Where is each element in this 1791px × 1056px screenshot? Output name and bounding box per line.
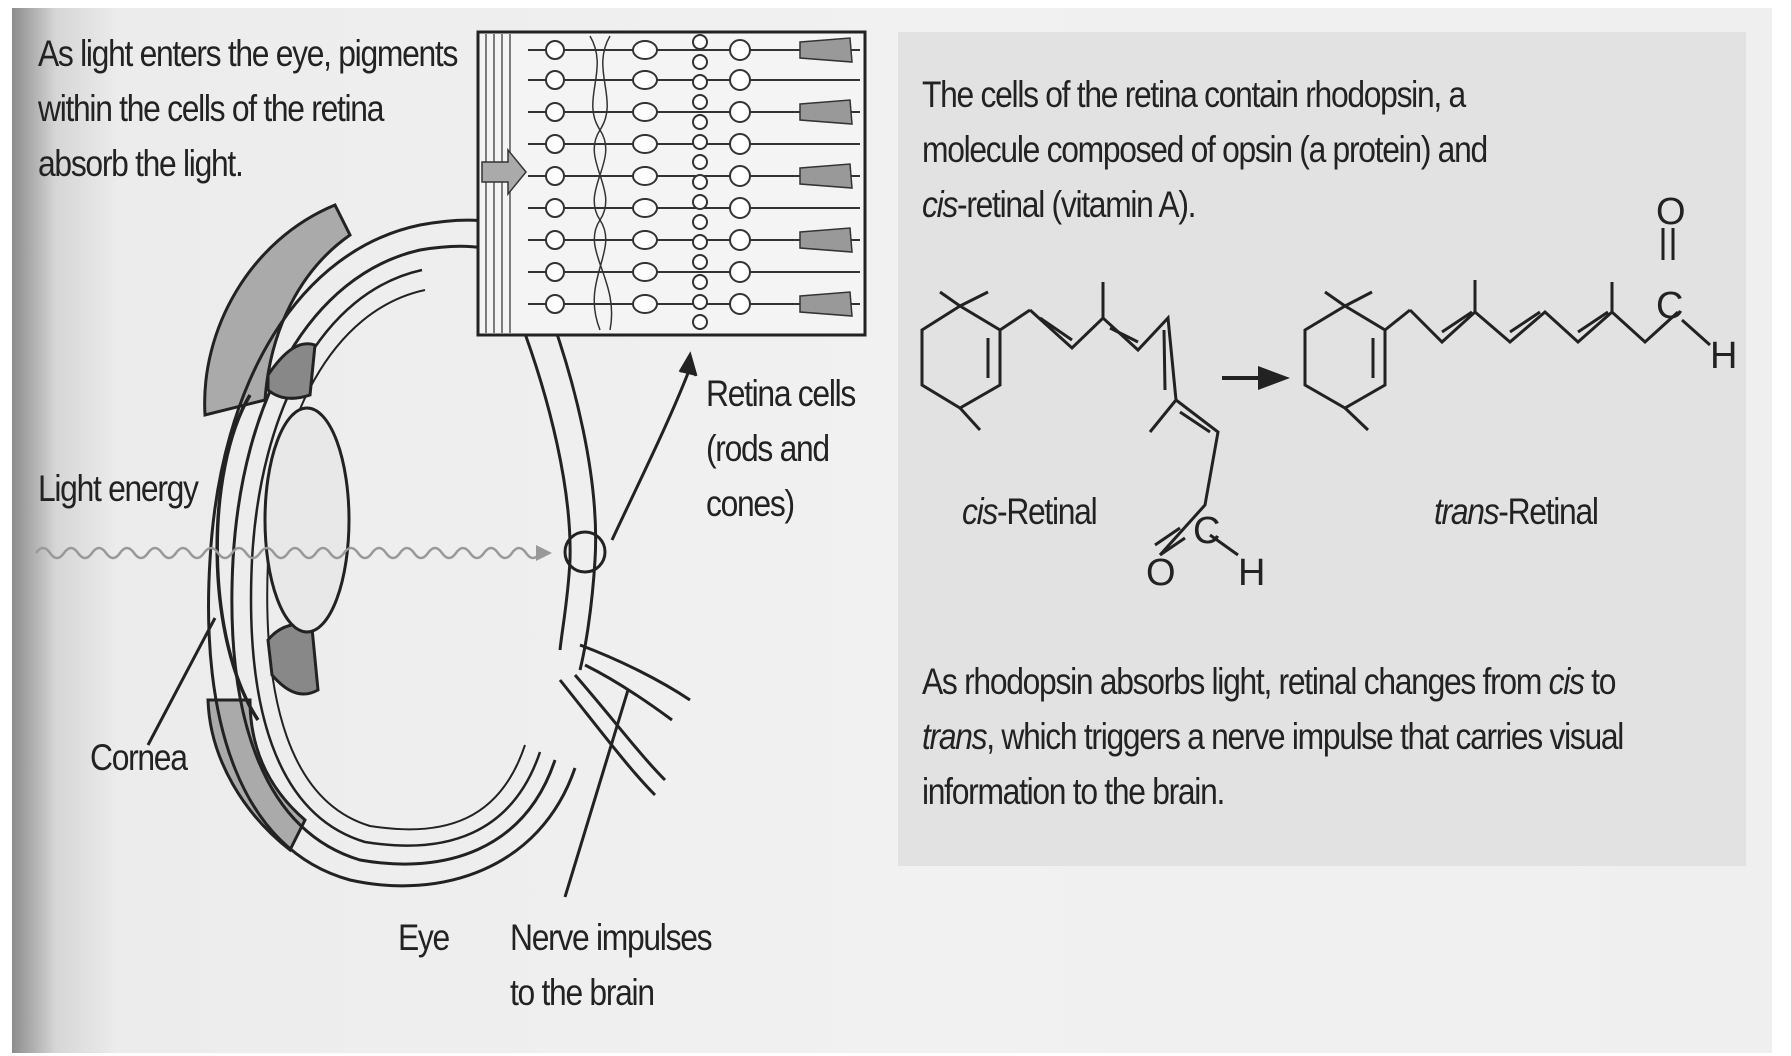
desc-line-2: molecule composed of opsin (a protein) a…	[922, 122, 1487, 177]
cis-atom-H: H	[1238, 552, 1265, 594]
final-part-2: to	[1584, 661, 1616, 702]
trans-ring-methyls	[1325, 292, 1410, 430]
final-line-2: trans, which triggers a nerve impulse th…	[922, 709, 1623, 764]
back-wall-inner	[520, 320, 570, 650]
cis-ring-methyls	[940, 292, 1030, 430]
trans-atom-H: H	[1710, 335, 1737, 377]
iris-bottom	[268, 624, 318, 694]
intro-line-2: within the cells of the retina	[38, 81, 383, 136]
cis-retinal-rest: -Retinal	[997, 491, 1096, 532]
optic-nerve-bottom2	[575, 675, 665, 780]
final-part-3: , which triggers a nerve impulse that ca…	[986, 716, 1623, 757]
retina-callout-arrow	[612, 368, 690, 540]
final-part-1: As rhodopsin absorbs light, retinal chan…	[922, 661, 1549, 702]
desc-line-3-rest: -retinal (vitamin A).	[957, 184, 1195, 225]
light-wave-arrowhead	[536, 545, 552, 561]
nerve-label-line-1: Nerve impulses	[510, 910, 711, 965]
intro-line-3: absorb the light.	[38, 136, 243, 191]
retina-label-line-1: Retina cells	[706, 366, 855, 421]
final-trans: trans	[922, 716, 986, 757]
lens	[265, 408, 349, 632]
light-energy-label: Light energy	[38, 461, 198, 516]
back-wall-outer	[545, 300, 596, 670]
cornea-leader	[148, 618, 215, 745]
trans-atom-C: C	[1656, 285, 1683, 327]
nerve-leader	[565, 690, 628, 897]
retina-label-line-3: cones)	[706, 476, 794, 531]
cis-atom-O: O	[1146, 552, 1176, 594]
trans-retinal-label: trans-Retinal	[1434, 484, 1598, 539]
trans-retinal-italic: trans	[1434, 491, 1498, 532]
reaction-arrowhead	[1258, 366, 1290, 390]
retina-callout-arrowhead	[680, 355, 696, 376]
eye-label: Eye	[398, 910, 449, 965]
cornea-label: Cornea	[90, 730, 187, 785]
desc-cis: cis	[922, 184, 957, 225]
final-line-1: As rhodopsin absorbs light, retinal chan…	[922, 654, 1615, 709]
cis-retinal-italic: cis	[962, 491, 997, 532]
intro-line-1: As light enters the eye, pigments	[38, 26, 457, 81]
lower-eyelid	[208, 700, 305, 850]
final-line-3: information to the brain.	[922, 764, 1224, 819]
retina-label-line-2: (rods and	[706, 421, 829, 476]
desc-line-3: cis-retinal (vitamin A).	[922, 177, 1195, 232]
trans-retinal-rest: -Retinal	[1498, 491, 1597, 532]
trans-atom-O: O	[1656, 191, 1686, 233]
desc-line-1: The cells of the retina contain rhodopsi…	[922, 67, 1465, 122]
cis-atom-C: C	[1193, 510, 1220, 552]
retina-cells-inset	[478, 32, 865, 335]
nerve-label-line-2: to the brain	[510, 965, 654, 1020]
iris-top	[268, 344, 315, 399]
cis-retinal-label: cis-Retinal	[962, 484, 1096, 539]
final-cis: cis	[1549, 661, 1584, 702]
